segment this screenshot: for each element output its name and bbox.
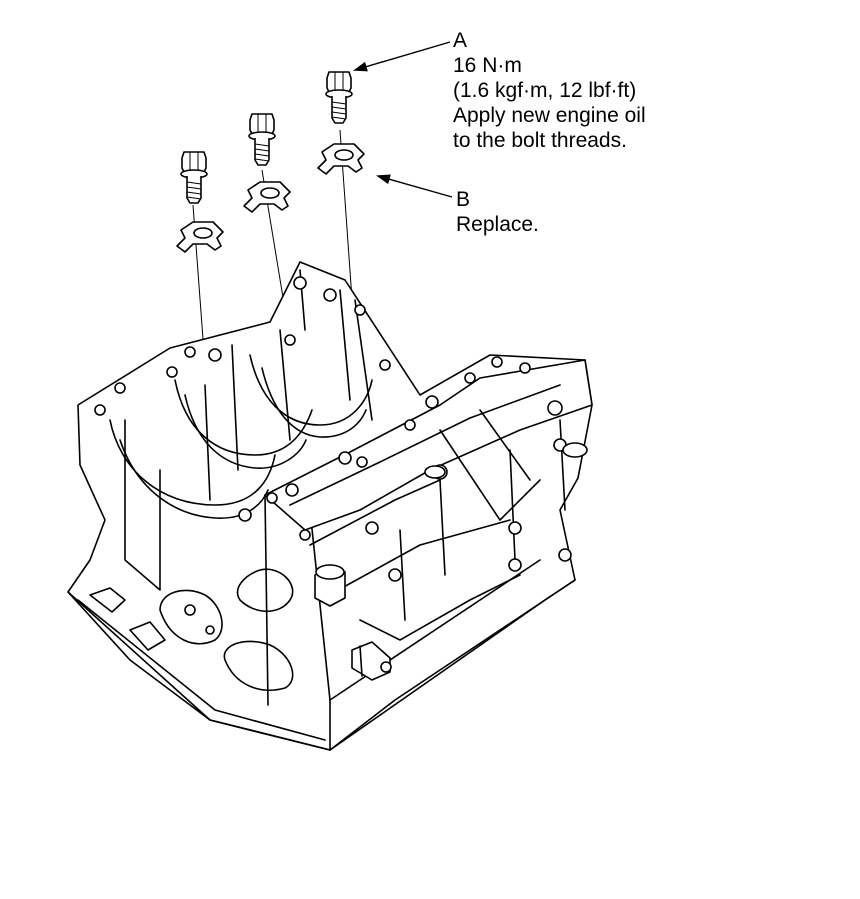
callout-a: A 16 N·m (1.6 kgf·m, 12 lbf·ft) Apply ne… — [453, 28, 646, 153]
washer-2 — [243, 181, 291, 213]
engine-block — [67, 261, 593, 751]
bolt-1 — [180, 151, 208, 204]
callout-b-note: Replace. — [456, 213, 539, 236]
washer-b — [317, 143, 365, 175]
bolt-2 — [248, 113, 276, 166]
callout-b-letter: B — [456, 188, 471, 211]
bolt-a — [325, 71, 353, 124]
callout-a-letter: A — [453, 29, 468, 52]
callout-b: B Replace. — [456, 187, 539, 237]
callout-a-note-line2: to the bolt threads. — [453, 129, 627, 152]
washer-1 — [176, 221, 224, 253]
callout-a-note-line1: Apply new engine oil — [453, 104, 646, 127]
callout-a-torque: 16 N·m — [453, 54, 522, 77]
callout-a-torque-alt: (1.6 kgf·m, 12 lbf·ft) — [453, 79, 637, 102]
leader-b — [376, 174, 453, 198]
leader-a — [353, 41, 451, 72]
